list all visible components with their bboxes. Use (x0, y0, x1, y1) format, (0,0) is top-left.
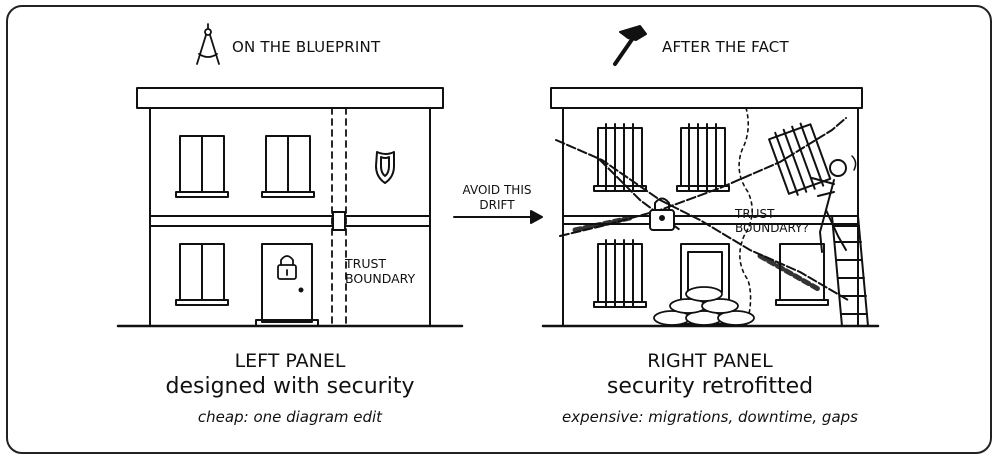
worker-figure (811, 155, 857, 253)
shield-icon (375, 151, 395, 184)
chain-icon (555, 117, 849, 301)
right-panel-title: RIGHT PANEL (647, 350, 773, 372)
drift-arrow (453, 210, 543, 224)
sandbag-icon (653, 286, 755, 326)
right-panel-header: AFTER THE FACT (662, 38, 789, 56)
left-boundary-label-1: TRUST (344, 256, 386, 271)
left-building (116, 87, 464, 328)
door (261, 243, 313, 323)
left-panel-header: ON THE BLUEPRINT (232, 38, 381, 56)
barred-window (593, 123, 647, 192)
right-boundary-label-2: BOUNDARY? (735, 221, 809, 235)
left-panel-caption: cheap: one diagram edit (197, 408, 383, 426)
ladder-icon (831, 215, 869, 327)
arrow-label-2: DRIFT (479, 198, 515, 212)
barred-window (593, 239, 647, 308)
padlock-icon (649, 197, 675, 231)
left-panel-title: LEFT PANEL (234, 350, 346, 372)
figure-frame (6, 5, 992, 454)
arrow-label-1: AVOID THIS (463, 183, 532, 197)
barred-window (676, 123, 730, 192)
compass-icon (196, 23, 220, 65)
right-panel-caption: expensive: migrations, downtime, gaps (562, 408, 858, 426)
carried-window-bars (768, 122, 832, 196)
right-panel-subtitle: security retrofitted (606, 374, 814, 399)
left-boundary-label-2: BOUNDARY (345, 271, 416, 286)
right-building (541, 87, 880, 328)
right-boundary-label-1: TRUST (734, 207, 775, 221)
trust-boundary-line (738, 107, 753, 327)
left-panel-subtitle: designed with security (165, 374, 415, 399)
door-padlock-icon (277, 255, 297, 280)
hammer-icon (613, 25, 647, 66)
